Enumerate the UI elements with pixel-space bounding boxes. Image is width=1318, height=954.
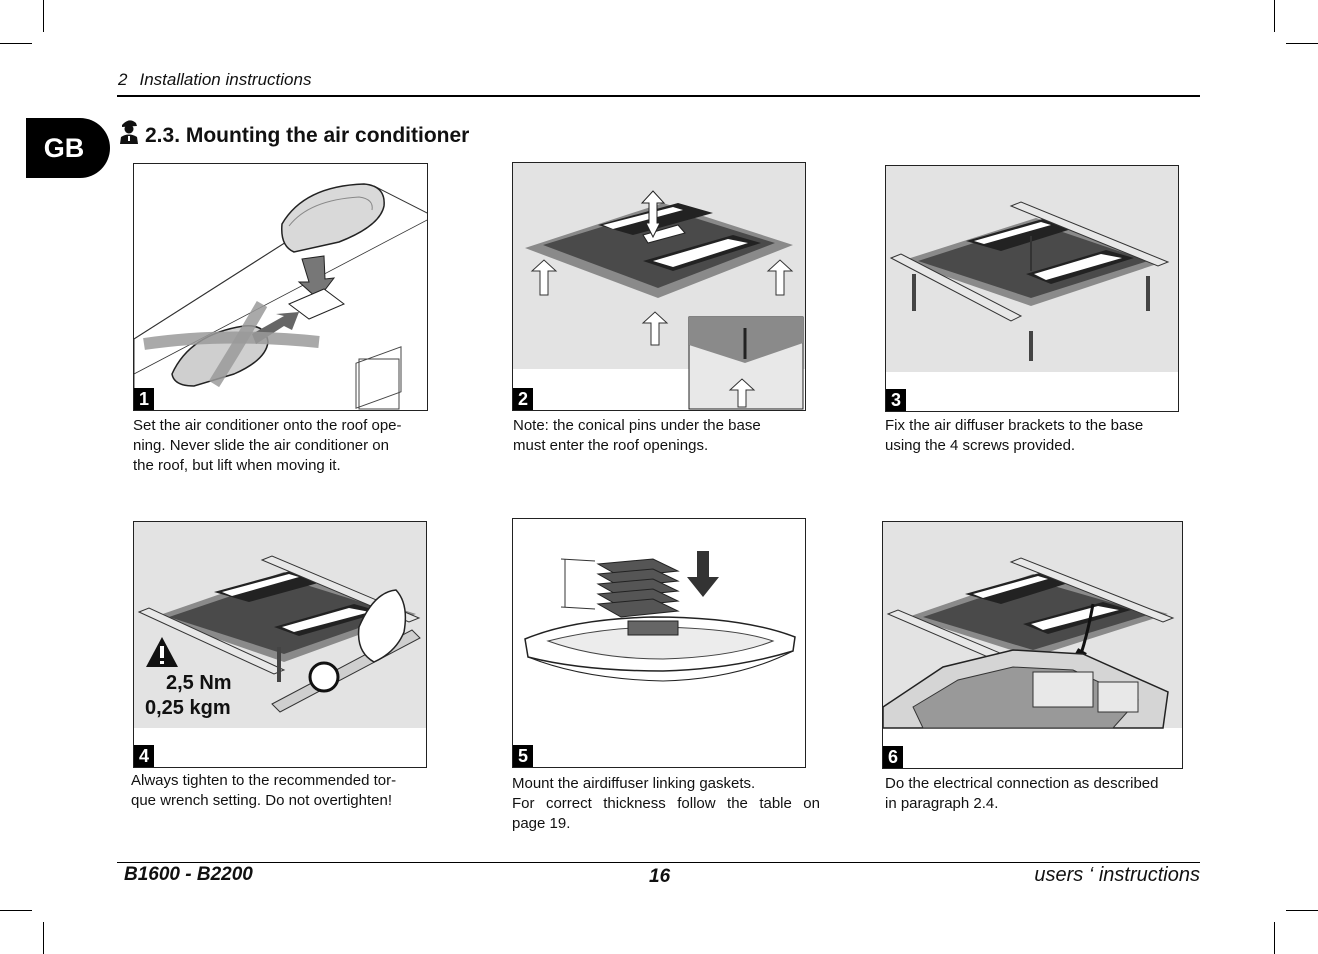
crop-mark bbox=[1274, 0, 1275, 32]
caption-line: For correct thickness follow the table o… bbox=[512, 795, 820, 812]
page-number: 16 bbox=[649, 866, 671, 887]
step-number-badge: 2 bbox=[513, 388, 533, 410]
figure-step-2: 2 bbox=[512, 162, 806, 411]
gaskets-illustration bbox=[524, 551, 796, 682]
caption-line: the roof, but lift when moving it. bbox=[133, 457, 341, 474]
crop-mark bbox=[1274, 922, 1275, 954]
roof-placement-illustration bbox=[134, 183, 427, 410]
step-4-caption: Always tighten to the recommended tor- q… bbox=[131, 771, 431, 811]
figure-step-5: 5 bbox=[512, 518, 806, 768]
diffuser-brackets-illustration bbox=[886, 166, 1178, 372]
caption-line: in paragraph 2.4. bbox=[885, 795, 999, 812]
conical-pins-illustration bbox=[513, 163, 805, 410]
crop-mark bbox=[0, 43, 32, 44]
section-title: 2.3. Mounting the air conditioner bbox=[145, 124, 470, 147]
caption-line: page 19. bbox=[512, 815, 571, 832]
caption-line: Note: the conical pins under the base bbox=[513, 417, 761, 434]
step-2-caption: Note: the conical pins under the base mu… bbox=[513, 416, 812, 456]
running-header: 2 Installation instructions bbox=[118, 70, 311, 90]
step-number-badge: 6 bbox=[883, 746, 903, 768]
step-1-caption: Set the air conditioner onto the roof op… bbox=[133, 416, 431, 476]
language-tab: GB bbox=[26, 118, 110, 178]
caption-line: must enter the roof openings. bbox=[513, 437, 709, 454]
crop-mark bbox=[1286, 43, 1318, 44]
footer-doc-type: users ‘ instructions bbox=[1034, 864, 1200, 886]
torque-kgm-label: 0,25 kgm bbox=[145, 697, 231, 719]
figure-step-6: 6 bbox=[882, 521, 1183, 769]
step-number-badge: 1 bbox=[134, 388, 154, 410]
step-5-caption: Mount the airdiffuser linking gaskets. F… bbox=[512, 774, 820, 834]
figure-step-4: 2,5 Nm 0,25 kgm 4 bbox=[133, 521, 427, 768]
crop-mark bbox=[43, 922, 44, 954]
footer-model: B1600 - B2200 bbox=[124, 864, 253, 885]
step-6-caption: Do the electrical connection as describe… bbox=[885, 774, 1185, 814]
step-number-badge: 3 bbox=[886, 389, 906, 411]
step-number-badge: 4 bbox=[134, 745, 154, 767]
caption-line: que wrench setting. Do not overtighten! bbox=[131, 792, 392, 809]
crop-mark bbox=[0, 910, 32, 911]
header-section-number: 2 bbox=[118, 70, 128, 89]
figure-step-3: 3 bbox=[885, 165, 1179, 412]
caption-line: Always tighten to the recommended tor- bbox=[131, 772, 397, 789]
caption-line: Do the electrical connection as describe… bbox=[885, 775, 1159, 792]
caption-line: Mount the airdiffuser linking gaskets. bbox=[512, 775, 756, 792]
caption-line: Set the air conditioner onto the roof op… bbox=[133, 417, 402, 434]
torque-wrench-illustration bbox=[134, 522, 426, 728]
step-3-caption: Fix the air diffuser brackets to the bas… bbox=[885, 416, 1184, 456]
caption-line: using the 4 screws provided. bbox=[885, 437, 1076, 454]
crop-mark bbox=[1286, 910, 1318, 911]
figure-step-1: 1 bbox=[133, 163, 428, 411]
step-number-badge: 5 bbox=[513, 745, 533, 767]
caption-line: ning. Never slide the air conditioner on bbox=[133, 437, 389, 454]
gasket-stack bbox=[596, 558, 680, 618]
caption-line: Fix the air diffuser brackets to the bas… bbox=[885, 417, 1144, 434]
header-section-title: Installation instructions bbox=[139, 70, 312, 89]
torque-nm-label: 2,5 Nm bbox=[166, 672, 232, 694]
electrical-connection-illustration bbox=[883, 522, 1182, 729]
footer-rule bbox=[117, 862, 1200, 863]
technician-icon bbox=[120, 120, 138, 144]
header-rule bbox=[117, 95, 1200, 97]
crop-mark bbox=[43, 0, 44, 32]
